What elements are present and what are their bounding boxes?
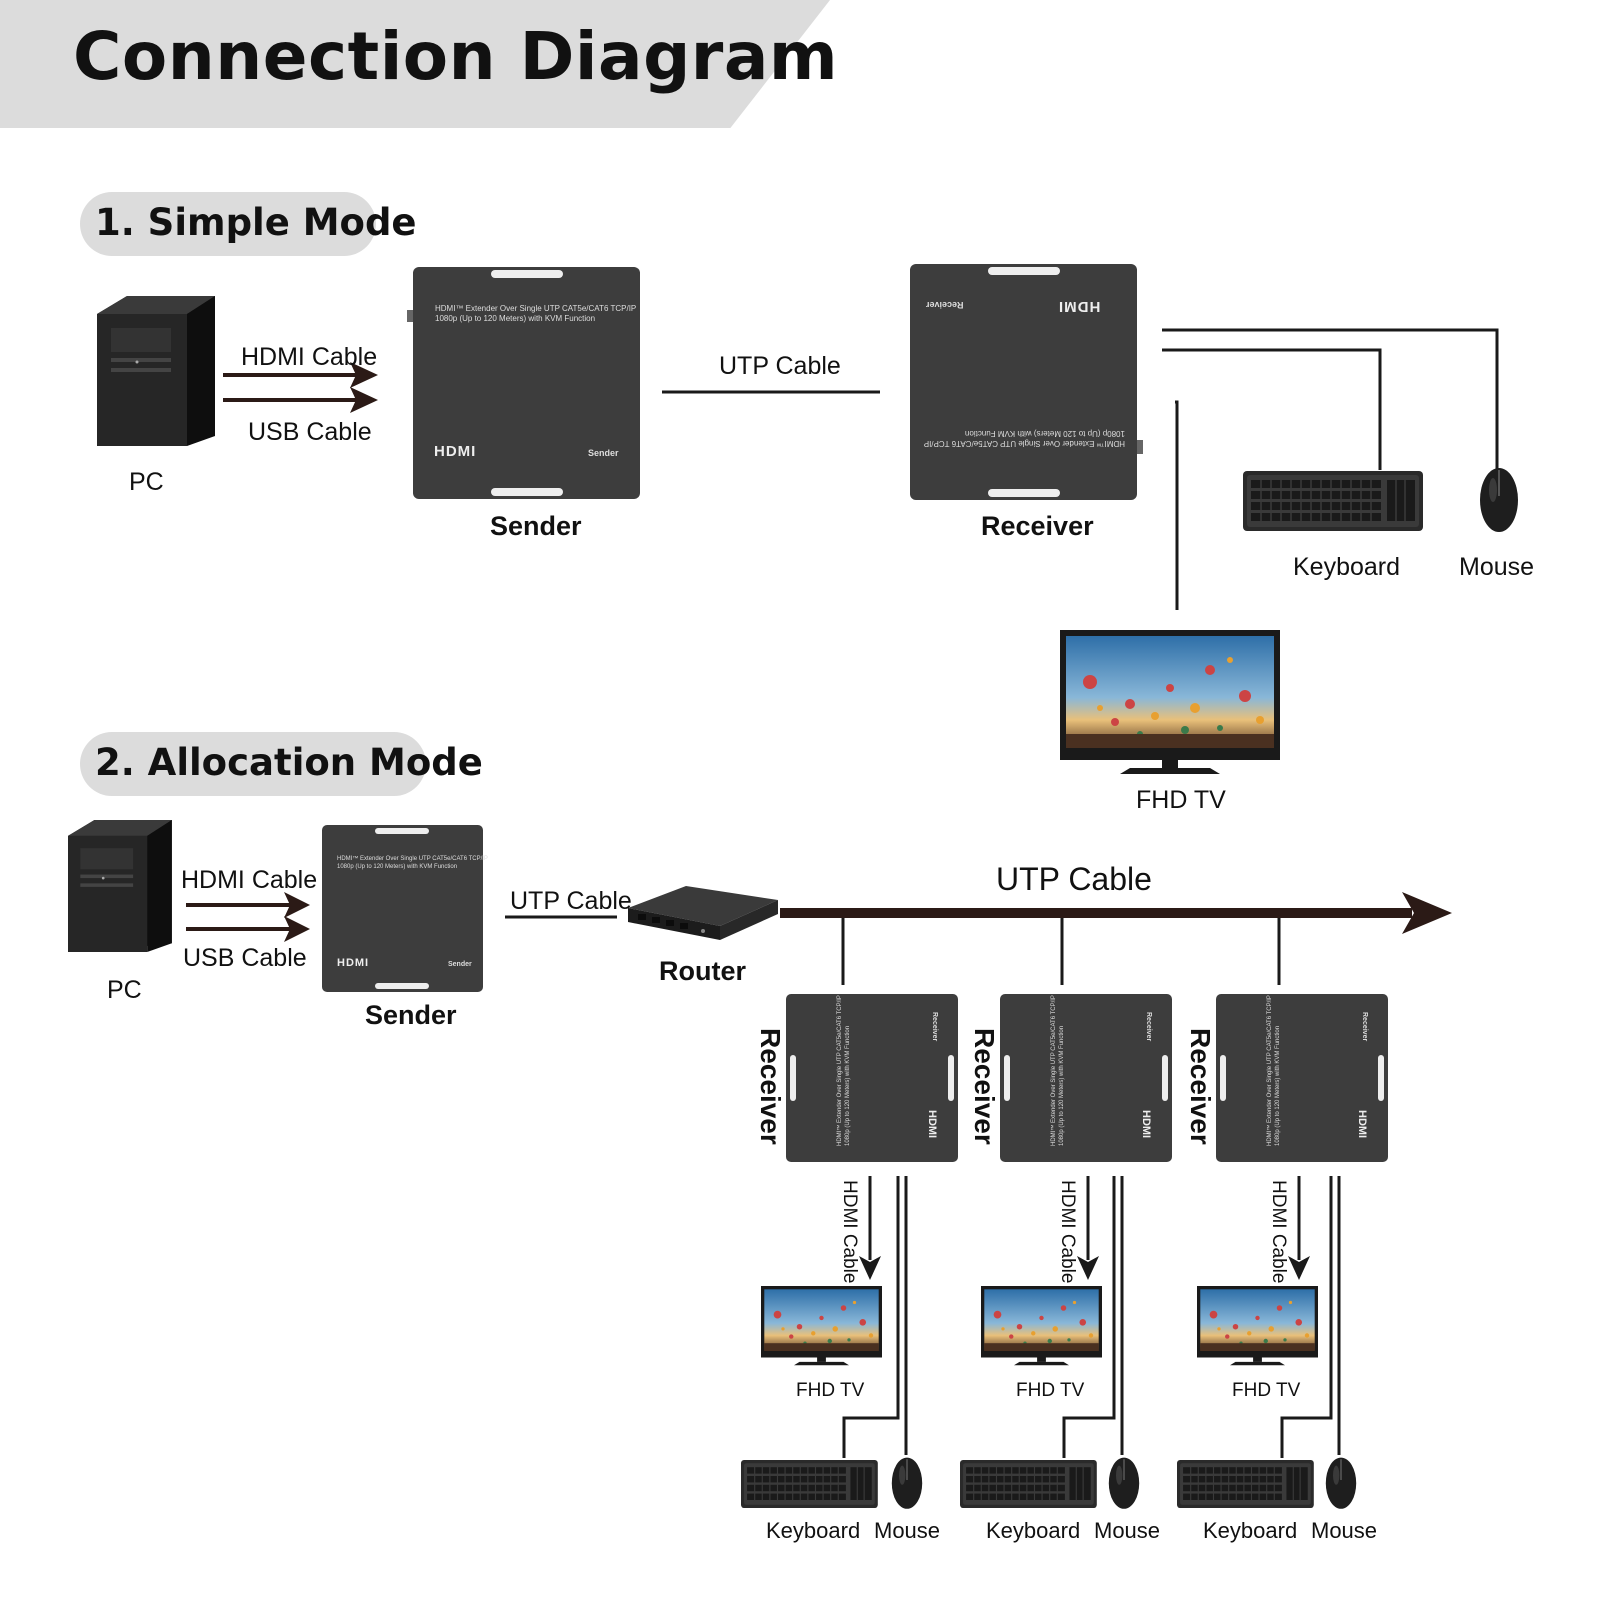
sender-device-icon-2 [322,825,483,992]
branch-2-receiver-label: Receiver [969,1028,1000,1145]
branch-receiver-3-print: HDMI™ Extender Over Single UTP CAT5e/CAT… [1267,995,1281,1146]
sender-tag: Sender [588,448,619,458]
title-band [0,0,830,128]
branch-1-hdmi-label: HDMI Cable [839,1180,860,1284]
allocation-sender-label: Sender [365,1000,457,1030]
allocation-hdmi-cable-label: HDMI Cable [181,866,318,894]
simple-tv-label: FHD TV [1136,786,1226,814]
router-icon [628,886,778,940]
simple-sender-label: Sender [490,511,582,541]
receiver-print-text: HDMI™ Extender Over Single UTP CAT5e/CAT… [923,429,1125,448]
receiver-device-icon [910,264,1143,500]
sender-print-text: HDMI™ Extender Over Single UTP CAT5e/CAT… [435,304,637,323]
branch-receiver-3-logo: HDMI [1356,1110,1368,1139]
utp-bus-arrow [780,892,1452,934]
simple-keyboard-label: Keyboard [1293,553,1401,581]
simple-usb-cable-label: USB Cable [248,418,372,446]
page-title: Connection Diagram [73,18,839,95]
router-label: Router [659,956,746,986]
receiver-brand-logo: HDMI [1058,298,1101,315]
receiver-tag: Receiver [926,300,964,310]
branch-receiver-3-icon [1216,994,1388,1162]
branch-1-tv-label: FHD TV [796,1380,865,1401]
branch-mouse-1-icon [890,1456,924,1510]
branch-receiver-3-tag: Receiver [1361,1012,1368,1042]
sender-brand-logo-2: HDMI [337,957,370,969]
branch-mouse-3-icon [1325,1456,1357,1510]
sender-print-text-2: HDMI™ Extender Over Single UTP CAT5e/CAT… [337,856,488,870]
mouse-icon [1479,467,1519,533]
branch-receiver-1-logo: HDMI [926,1110,938,1139]
branch-receiver-2-tag: Receiver [1145,1012,1152,1042]
branch-keyboard-3-icon [1176,1459,1315,1509]
simple-pc-label: PC [129,468,164,496]
sender-device-icon [407,267,640,499]
branch-3-hdmi-label: HDMI Cable [1268,1180,1289,1284]
branch-tv-3-icon [1197,1286,1318,1366]
sender-brand-logo: HDMI [434,443,477,460]
allocation-hdmi-usb-arrows [186,892,310,942]
branch-3-receiver-label: Receiver [1185,1028,1216,1145]
allocation-mode-heading: 2. Allocation Mode [95,741,483,784]
branch-2-keyboard-label: Keyboard [986,1518,1081,1543]
simple-receiver-cables [1162,328,1499,610]
branch-2-hdmi-label: HDMI Cable [1057,1180,1078,1284]
branch-tv-1-icon [761,1286,882,1366]
branch-mouse-2-icon [1108,1456,1140,1510]
simple-utp-cable-label: UTP Cable [719,352,841,380]
branch-2-tv-label: FHD TV [1016,1380,1085,1401]
simple-mouse-label: Mouse [1459,553,1535,581]
branch-receiver-2-print: HDMI™ Extender Over Single UTP CAT5e/CAT… [1051,995,1065,1146]
branch-receiver-2-icon [1000,994,1172,1162]
branch-1-mouse-label: Mouse [874,1518,941,1543]
branch-hdmi-arrowheads [859,1256,1310,1280]
branch-keyboard-2-icon [959,1459,1098,1509]
simple-mode-pill [80,192,376,256]
branch-2-mouse-label: Mouse [1094,1518,1161,1543]
branch-receiver-1-tag: Receiver [931,1012,938,1042]
branch-receiver-1-icon [786,994,958,1162]
branch-3-tv-label: FHD TV [1232,1380,1301,1401]
branch-3-keyboard-label: Keyboard [1203,1518,1298,1543]
simple-mode-heading: 1. Simple Mode [95,201,417,244]
branch-receiver-2-logo: HDMI [1140,1110,1152,1139]
pc-tower-icon-2 [68,820,172,952]
simple-hdmi-cable-label: HDMI Cable [241,343,378,371]
simple-receiver-label: Receiver [981,511,1094,541]
simple-hdmi-usb-arrows [223,362,378,413]
allocation-mode-pill [80,732,426,796]
allocation-pc-label: PC [107,976,142,1004]
keyboard-icon [1242,470,1424,532]
sender-tag-2: Sender [448,961,472,968]
pc-tower-icon [97,296,215,446]
branch-3-mouse-label: Mouse [1311,1518,1378,1543]
branch-1-receiver-label: Receiver [755,1028,786,1145]
branch-tv-2-icon [981,1286,1102,1366]
allocation-usb-cable-label: USB Cable [183,944,307,972]
branch-cables [842,1176,1341,1458]
branch-1-keyboard-label: Keyboard [766,1518,861,1543]
tv-icon [1060,630,1280,774]
allocation-utp-short-label: UTP Cable [510,887,632,915]
branch-drop-lines [841,918,1281,985]
branch-keyboard-1-icon [740,1459,879,1509]
utp-bus-label: UTP Cable [996,861,1152,897]
branch-receiver-1-print: HDMI™ Extender Over Single UTP CAT5e/CAT… [837,995,851,1146]
